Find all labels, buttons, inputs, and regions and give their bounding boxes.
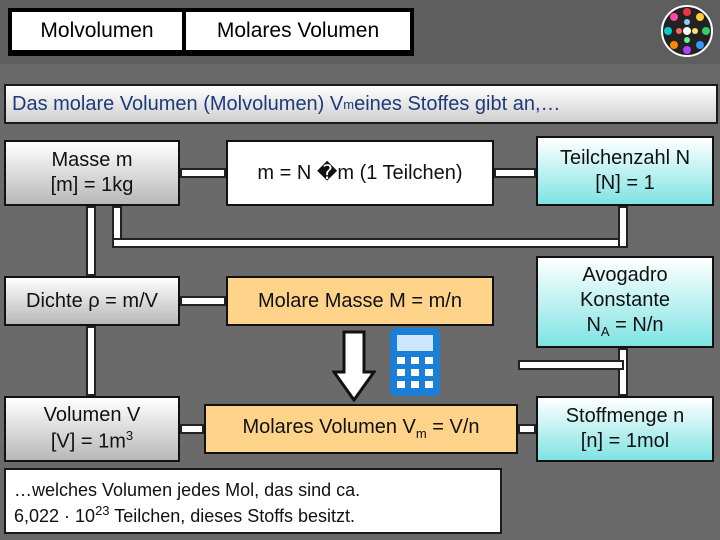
avogadro-formula: NA = N/n (586, 314, 664, 340)
connector-pipe (494, 168, 536, 178)
dichte-formula: Dichte ρ = m/V (26, 289, 158, 312)
masse-box: Masse m [m] = 1kg (4, 140, 180, 206)
masse-label: Masse m (51, 149, 133, 171)
teilchenzahl-label: Teilchenzahl N (559, 147, 691, 169)
connector-pipe (618, 206, 628, 248)
teilchenzahl-box: Teilchenzahl N [N] = 1 (536, 136, 714, 206)
connector-pipe (180, 424, 204, 434)
molares-volumen-formula: Molares Volumen Vm = V/n (242, 416, 480, 442)
bottom-note-line-2: 6,022 · 1023 Teilchen, dieses Stoffs bes… (14, 503, 356, 527)
teilchen-masse-box: m = N �m (1 Teilchen) (226, 140, 494, 206)
connector-pipe (618, 348, 628, 396)
teilchenzahl-unit: [N] = 1 (595, 172, 655, 194)
bottom-note: …welches Volumen jedes Mol, das sind ca.… (4, 468, 502, 534)
down-arrow-icon (331, 330, 377, 403)
connector-pipe (518, 424, 536, 434)
masse-unit: [m] = 1kg (50, 174, 134, 196)
avogadro-box: Avogadro Konstante NA = N/n (536, 256, 714, 348)
avogadro-label-2: Konstante (579, 289, 671, 312)
tab-molvolumen[interactable]: Molvolumen (12, 12, 182, 50)
volumen-unit: [V] = 1m3 (50, 428, 134, 453)
tab-molares-volumen[interactable]: Molares Volumen (186, 12, 410, 50)
connector-pipe (518, 360, 624, 370)
title-bar: Molvolumen Molares Volumen (8, 8, 414, 56)
teilchen-masse-formula: m = N �m (1 Teilchen) (257, 161, 463, 184)
banner-tail: eines Stoffes gibt an,… (354, 92, 561, 115)
stoffmenge-box: Stoffmenge n [n] = 1mol (536, 396, 714, 462)
volumen-box: Volumen V [V] = 1m3 (4, 396, 180, 462)
volumen-label: Volumen V (43, 404, 141, 427)
connector-pipe (112, 238, 624, 248)
banner-text: Das molare Volumen (Molvolumen) V (12, 92, 344, 115)
avogadro-label: Avogadro (582, 264, 668, 287)
calculator-icon[interactable] (388, 326, 442, 398)
connector-pipe (86, 326, 96, 396)
molares-volumen-box: Molares Volumen Vm = V/n (204, 404, 518, 454)
connector-pipe (180, 296, 226, 306)
banner-subscript: m (343, 96, 355, 112)
stoffmenge-unit: [n] = 1mol (580, 430, 670, 452)
dichte-box: Dichte ρ = m/V (4, 276, 180, 326)
bottom-note-line-1: …welches Volumen jedes Mol, das sind ca. (14, 480, 361, 500)
logo-icon (660, 4, 714, 58)
connector-pipe (180, 168, 226, 178)
molare-masse-box: Molare Masse M = m/n (226, 276, 494, 326)
stoffmenge-label: Stoffmenge n (565, 405, 685, 427)
molare-masse-formula: Molare Masse M = m/n (258, 289, 462, 312)
connector-pipe (86, 206, 96, 276)
